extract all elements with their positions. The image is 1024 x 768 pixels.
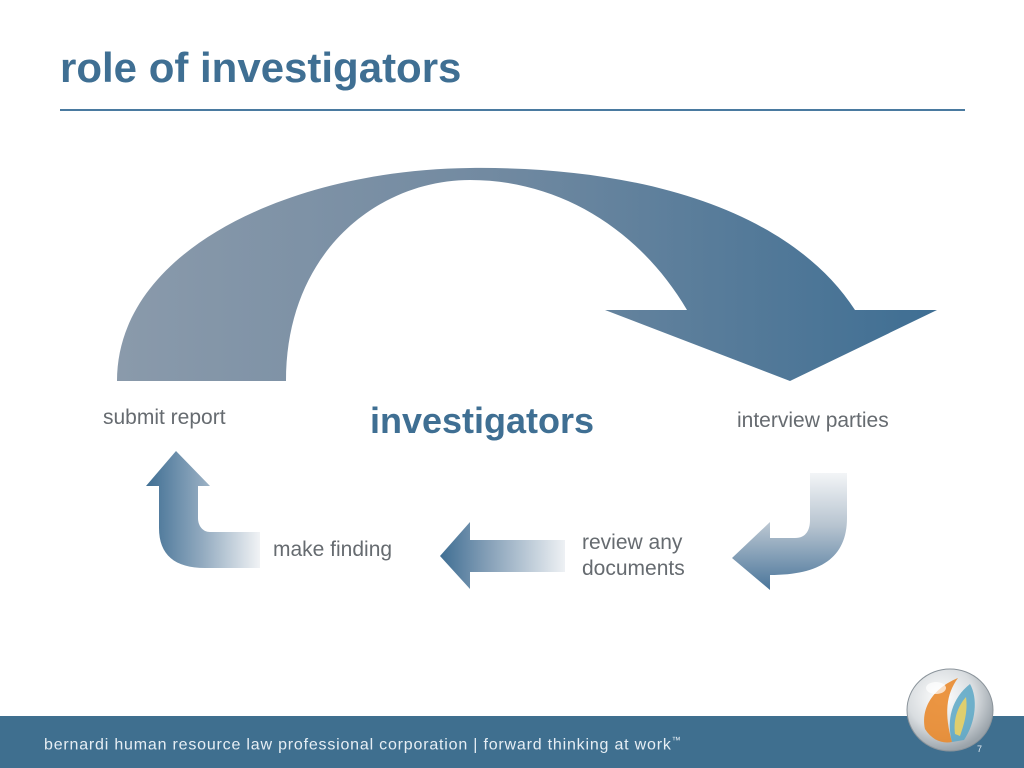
step-submit-report: submit report <box>103 406 226 429</box>
center-label: investigators <box>370 400 595 441</box>
arrow-down-left <box>732 473 847 590</box>
footer-text: bernardi human resource law professional… <box>44 735 681 754</box>
arrow-left <box>440 522 565 589</box>
arc-arrow <box>117 167 937 381</box>
footer-bar: bernardi human resource law professional… <box>0 716 1024 768</box>
slide-title: role of investigators <box>60 44 462 91</box>
page-number: 7 <box>977 744 983 754</box>
footer-company-tagline: bernardi human resource law professional… <box>44 736 672 754</box>
step-interview-parties: interview parties <box>737 409 889 432</box>
step-make-finding: make finding <box>273 538 393 561</box>
marble-logo-icon <box>906 668 994 752</box>
title-rule <box>60 109 965 111</box>
step-review-documents: review any documents <box>582 531 685 580</box>
arrow-up <box>146 451 260 568</box>
trademark-symbol: ™ <box>671 735 682 745</box>
